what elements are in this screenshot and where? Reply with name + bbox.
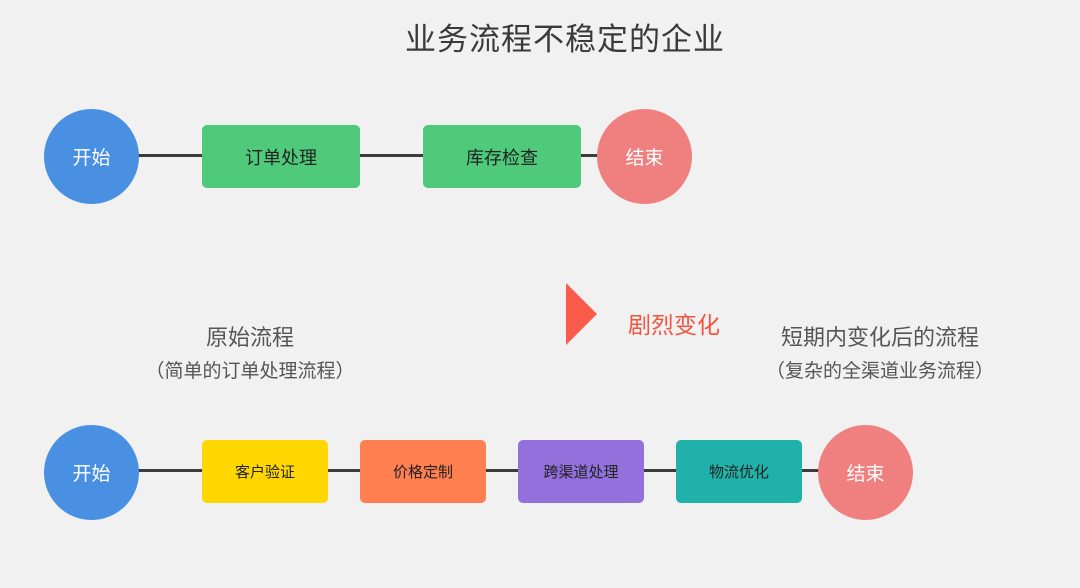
price-customization-label: 价格定制 <box>392 463 453 481</box>
bottom-end-node: 结束 <box>818 425 913 520</box>
top-end-node: 结束 <box>597 109 692 204</box>
changed-flow-caption-title: 短期内变化后的流程 <box>780 326 979 351</box>
logistics-optimization-node: 物流优化 <box>676 440 802 503</box>
diagram-title: 业务流程不稳定的企业 <box>405 22 725 58</box>
price-customization-node: 价格定制 <box>360 440 486 503</box>
inventory-check-label: 库存检查 <box>466 147 538 169</box>
bottom-end-label: 结束 <box>846 463 885 485</box>
top-end-label: 结束 <box>625 147 664 169</box>
changed-flow-caption: 短期内变化后的流程 （复杂的全渠道业务流程） <box>740 320 1020 383</box>
customer-verification-label: 客户验证 <box>234 463 295 481</box>
top-start-node: 开始 <box>44 109 139 204</box>
original-flow-caption-title: 原始流程 <box>205 326 294 351</box>
change-label: 剧烈变化 <box>628 313 720 339</box>
change-arrow-icon <box>566 283 597 345</box>
top-start-label: 开始 <box>72 147 111 169</box>
top-connector-line <box>138 154 598 157</box>
inventory-check-node: 库存检查 <box>423 125 581 188</box>
original-flow-caption-subtitle: （简单的订单处理流程） <box>145 360 355 382</box>
order-processing-label: 订单处理 <box>245 147 317 169</box>
cross-channel-processing-node: 跨渠道处理 <box>518 440 644 503</box>
logistics-optimization-label: 物流优化 <box>708 463 769 481</box>
bottom-start-node: 开始 <box>44 425 139 520</box>
bottom-start-label: 开始 <box>72 463 111 485</box>
order-processing-node: 订单处理 <box>202 125 360 188</box>
changed-flow-caption-subtitle: （复杂的全渠道业务流程） <box>765 360 994 382</box>
cross-channel-processing-label: 跨渠道处理 <box>543 463 619 481</box>
original-flow-caption: 原始流程 （简单的订单处理流程） <box>120 320 380 383</box>
customer-verification-node: 客户验证 <box>202 440 328 503</box>
